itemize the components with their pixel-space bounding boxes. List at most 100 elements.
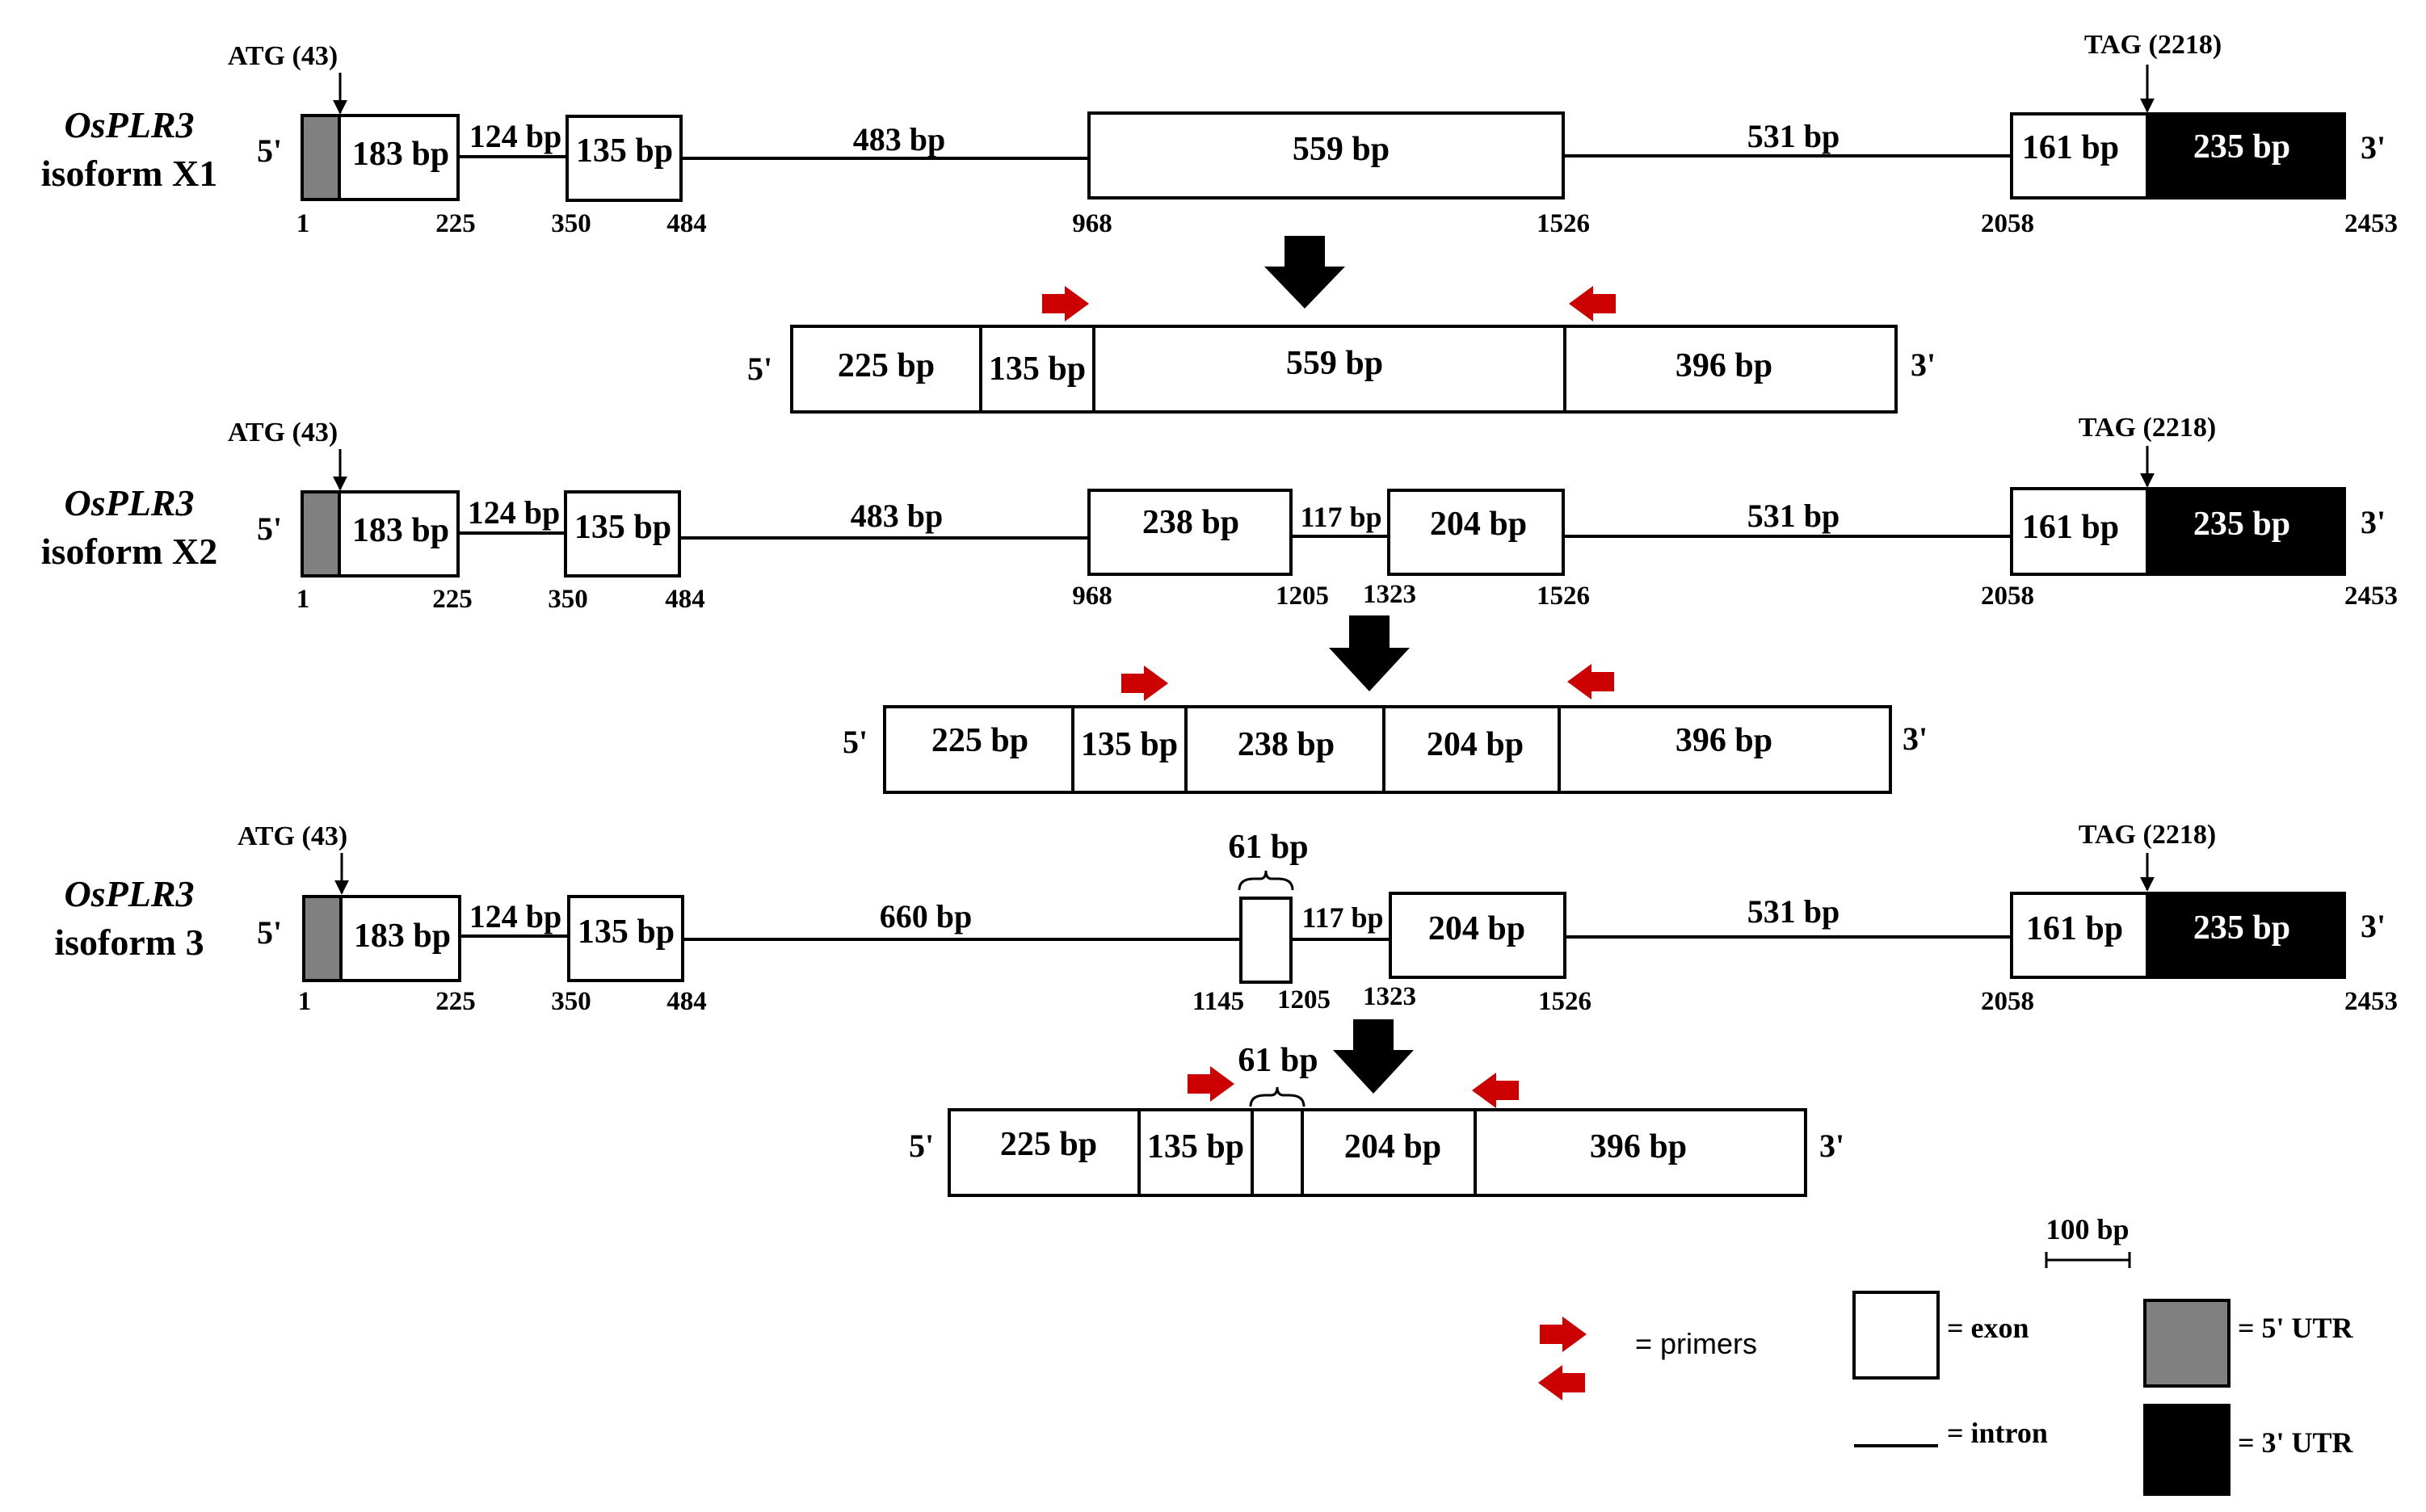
position-label: 484 <box>666 209 707 238</box>
position-label: 1526 <box>1538 987 1591 1016</box>
exon-box <box>566 115 683 202</box>
segment-label: 135 bp <box>1081 726 1178 763</box>
position-label: 1526 <box>1537 209 1590 238</box>
small-exon-box <box>1239 897 1293 984</box>
position-label: 1 <box>296 585 310 614</box>
utr5-block <box>301 114 341 201</box>
transcript-5prime: 5' <box>843 724 868 760</box>
segment-label: 225 bp <box>1000 1126 1097 1163</box>
exon-box <box>564 490 681 578</box>
position-label: 968 <box>1072 582 1112 611</box>
transcript-frame <box>790 325 1898 414</box>
scale-bar-label: 100 bp <box>2045 1213 2129 1245</box>
small-exon-label: 61 bp <box>1228 829 1308 866</box>
intron-label: 124 bp <box>468 494 561 531</box>
forward-primer-icon <box>1042 286 1089 321</box>
isoform-x1-gene-model: OsPLR3 isoform X1 5' 3' 183 bp 135 bp 55… <box>41 30 2398 309</box>
isoform-x2-gene-name: OsPLR3 <box>65 482 195 523</box>
isoform-x2-3prime: 3' <box>2361 504 2386 540</box>
segment-label: 396 bp <box>1675 347 1772 384</box>
small-exon-brace <box>1249 1086 1305 1107</box>
transcript-3: 5' 3' 225 bp 135 bp 204 bp 396 bp 61 bp <box>909 1042 1844 1197</box>
reverse-primer-icon <box>1567 664 1614 699</box>
legend-utr3-label: = 3' UTR <box>2238 1426 2354 1459</box>
exon-box <box>339 895 461 982</box>
position-label: 968 <box>1072 209 1112 238</box>
position-label: 1145 <box>1192 987 1244 1016</box>
exon-box <box>2010 487 2149 576</box>
exon-label: 235 bp <box>2193 128 2290 166</box>
position-label: 2058 <box>1981 209 2034 238</box>
transcript-5prime: 5' <box>909 1128 934 1164</box>
transcript-5prime: 5' <box>747 351 772 387</box>
isoform-3-5prime: 5' <box>257 914 282 951</box>
utr5-block <box>301 490 341 578</box>
legend-utr5-label: = 5' UTR <box>2238 1312 2354 1344</box>
exon-label: 204 bp <box>1428 910 1525 947</box>
exon-label: 235 bp <box>2193 506 2290 543</box>
segment-label: 238 bp <box>1238 726 1335 763</box>
isoform-x1-3prime: 3' <box>2361 129 2386 166</box>
exon-label: 183 bp <box>352 136 449 173</box>
transcript-3prime: 3' <box>1911 346 1936 383</box>
exon-label: 235 bp <box>2193 909 2290 947</box>
exon-box <box>567 895 684 982</box>
segment-label: 225 bp <box>838 347 935 384</box>
segment-label: 135 bp <box>989 351 1086 388</box>
position-label: 1323 <box>1363 580 1416 609</box>
small-exon-label: 61 bp <box>1238 1042 1318 1079</box>
isoform-x2-5prime: 5' <box>257 510 282 547</box>
transcript-3prime: 3' <box>1819 1128 1844 1164</box>
transcript-3prime: 3' <box>1903 720 1928 757</box>
position-label: 225 <box>435 987 476 1016</box>
position-label: 2058 <box>1981 987 2034 1016</box>
intron-label: 117 bp <box>1301 901 1383 934</box>
intron-label: 483 bp <box>853 121 946 158</box>
exon-label: 135 bp <box>578 914 675 951</box>
isoform-3-3prime: 3' <box>2361 908 2386 944</box>
start-codon-label: ATG (43) <box>238 821 347 851</box>
position-label: 1 <box>298 987 312 1016</box>
position-label: 484 <box>666 987 707 1016</box>
exon-label: 204 bp <box>1430 506 1527 543</box>
utr3-block <box>2146 487 2346 576</box>
isoform-3-gene-model: OsPLR3 isoform 3 5' 3' 183 bp 135 bp 61 … <box>54 820 2398 1094</box>
exon-label: 183 bp <box>352 512 449 549</box>
intron-label: 660 bp <box>880 898 973 934</box>
segment-label: 559 bp <box>1286 345 1383 382</box>
utr3-block <box>2146 892 2346 979</box>
exon-box <box>338 490 460 578</box>
exon-box <box>1389 892 1566 979</box>
stop-codon-label: TAG (2218) <box>2084 30 2222 60</box>
position-label: 225 <box>435 209 476 238</box>
legend-utr5-swatch <box>2143 1299 2230 1388</box>
transcript-frame <box>948 1108 1807 1197</box>
segment-label: 396 bp <box>1675 722 1772 759</box>
intron-label: 124 bp <box>469 898 562 934</box>
exon-label: 135 bp <box>576 132 673 170</box>
intron-label: 531 bp <box>1747 893 1840 930</box>
isoform-x2-gene-model: OsPLR3 isoform X2 5' 3' 183 bp 135 bp 23… <box>41 413 2398 691</box>
exon-box <box>2010 112 2149 200</box>
exon-label: 161 bp <box>2026 910 2123 947</box>
splicing-arrow <box>1333 1019 1414 1094</box>
exon-label: 238 bp <box>1142 504 1239 541</box>
isoform-3-variant: isoform 3 <box>54 922 204 963</box>
stop-codon-label: TAG (2218) <box>2079 820 2216 850</box>
start-codon-label: ATG (43) <box>228 418 338 447</box>
exon-label: 161 bp <box>2022 509 2119 546</box>
segment-label: 204 bp <box>1344 1128 1441 1166</box>
segment-label: 135 bp <box>1147 1128 1244 1166</box>
forward-primer-icon <box>1188 1066 1234 1102</box>
exon-box <box>1087 111 1565 200</box>
position-label: 1205 <box>1276 582 1329 611</box>
position-label: 225 <box>432 585 473 614</box>
position-label: 1323 <box>1363 982 1416 1011</box>
reverse-primer-icon <box>1538 1365 1585 1401</box>
exon-label: 161 bp <box>2022 129 2119 166</box>
legend-primers-label: = primers <box>1635 1327 1757 1360</box>
isoform-x1-5prime: 5' <box>257 132 282 169</box>
position-label: 350 <box>551 209 591 238</box>
exon-box <box>1387 489 1565 576</box>
